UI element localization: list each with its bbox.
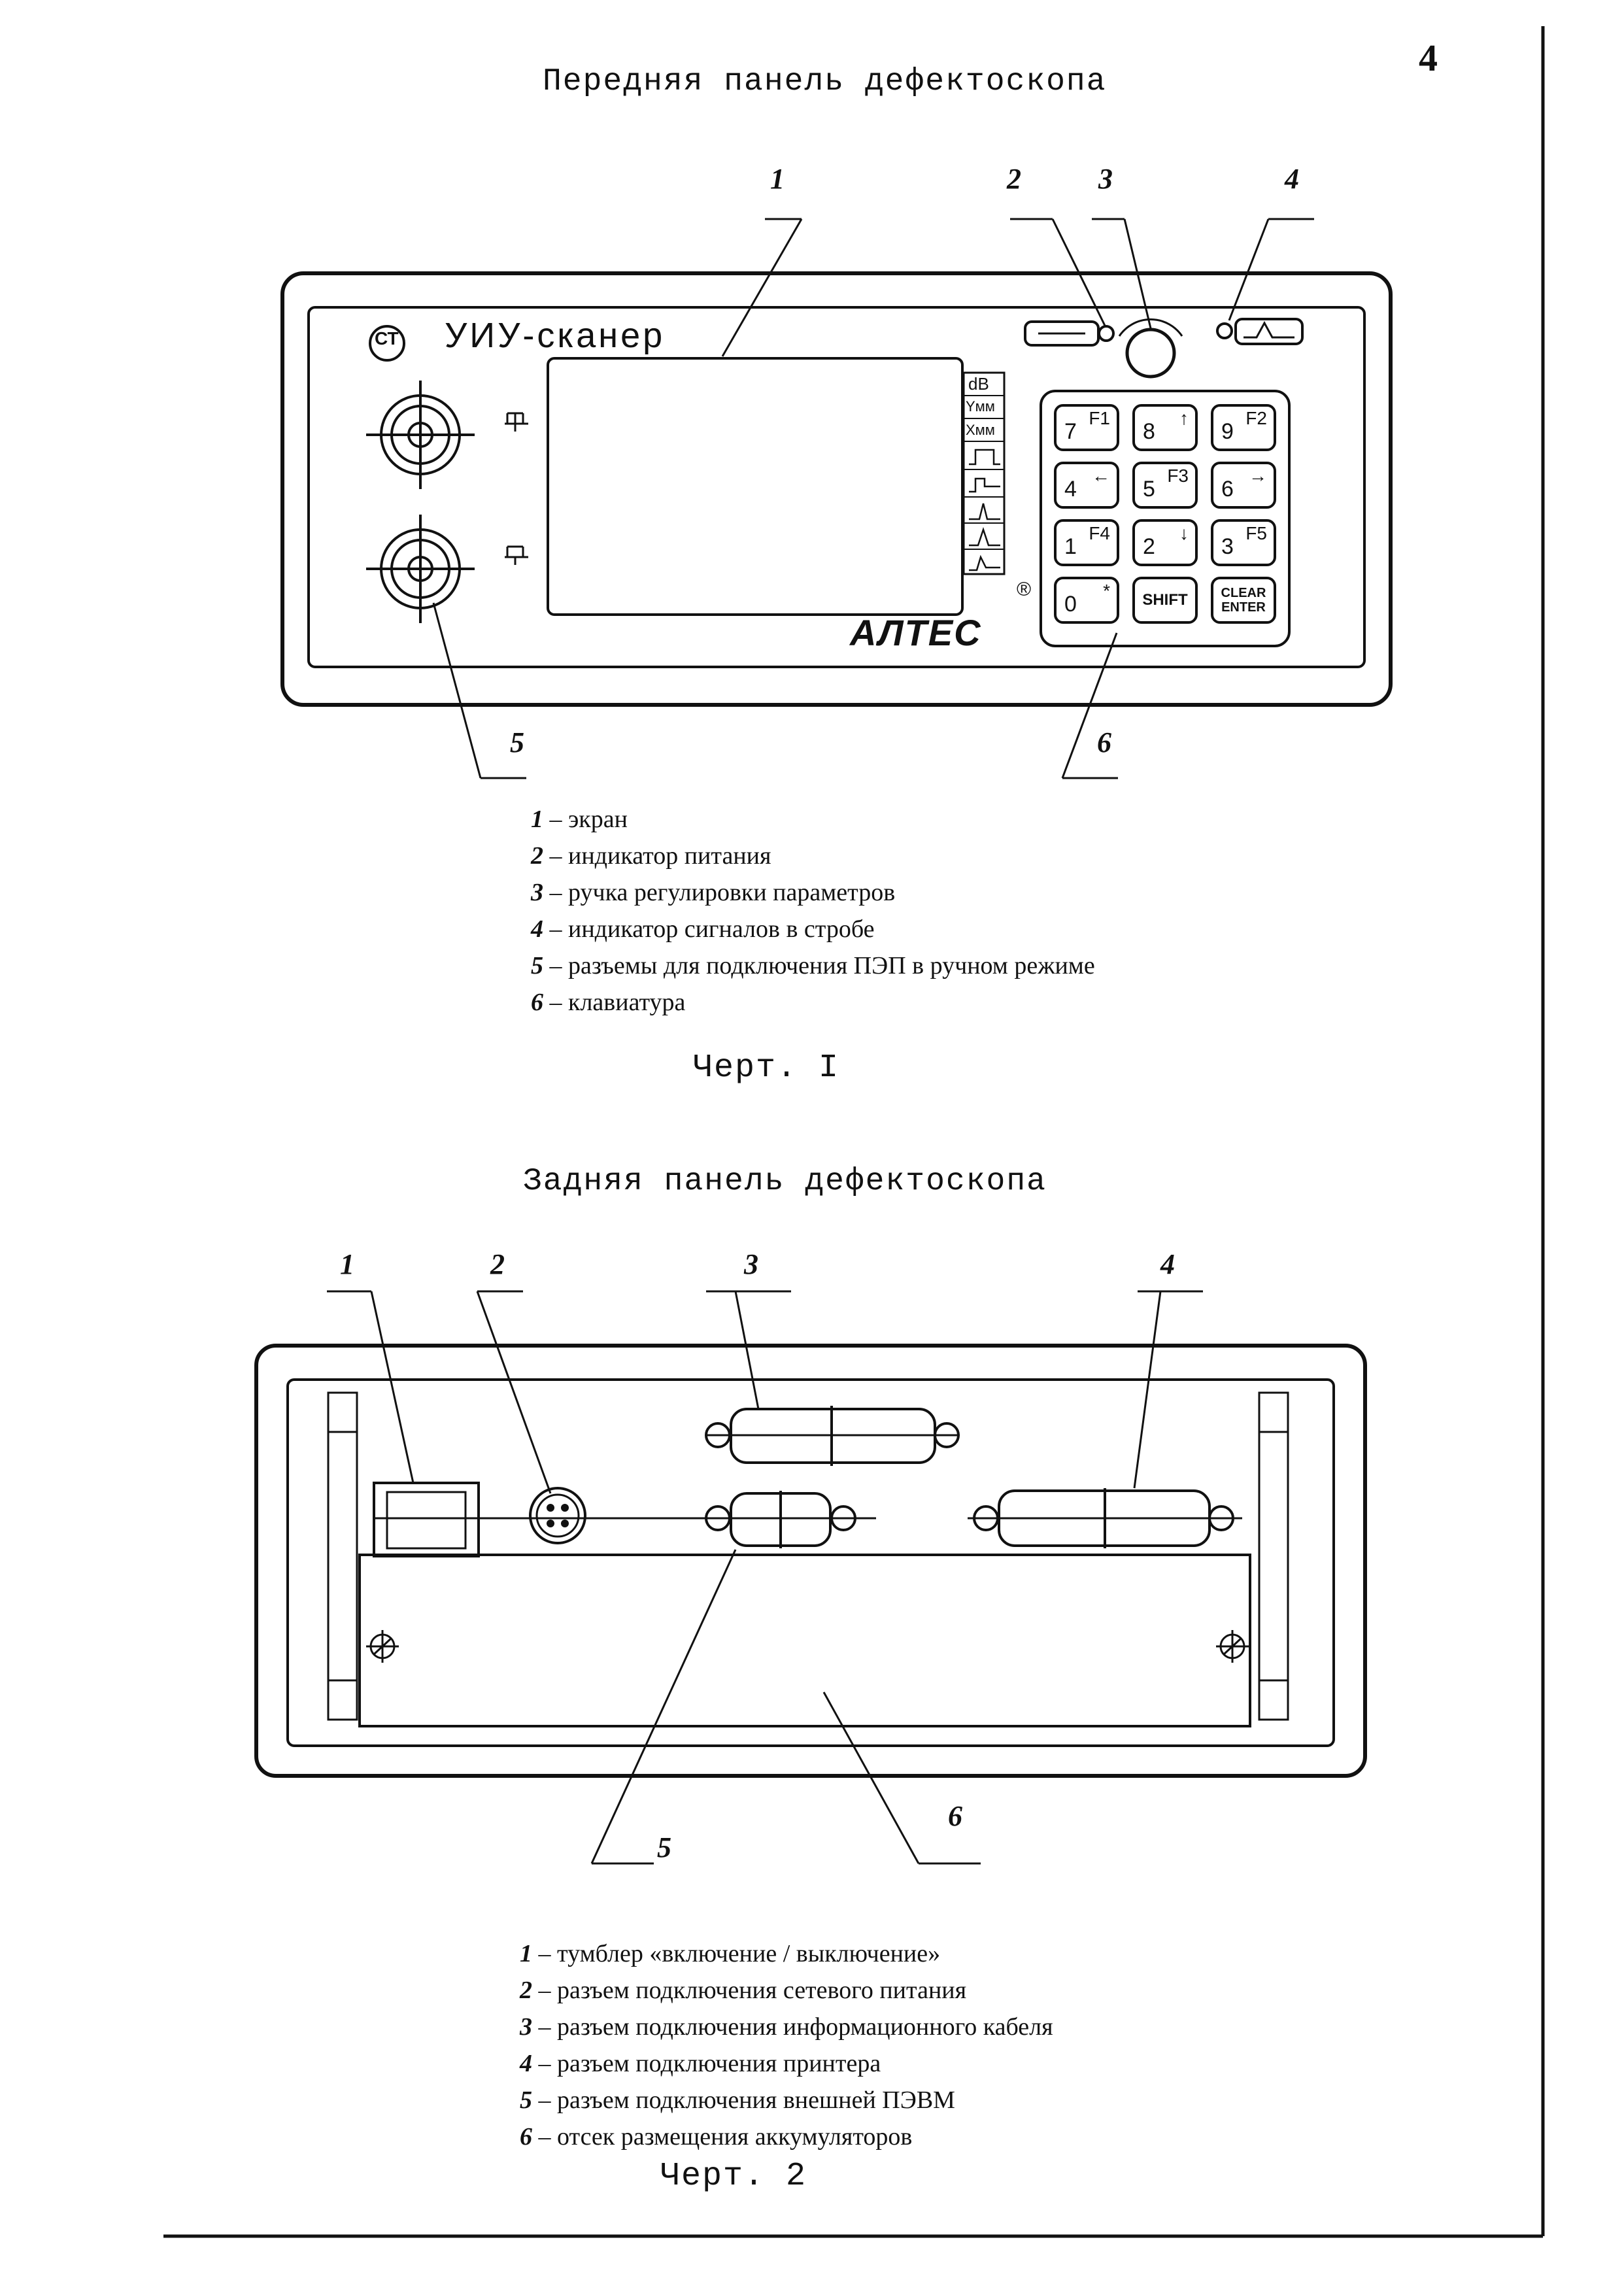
rear-legend-item: 5 – разъем подключения внешней ПЭВМ <box>520 2086 955 2114</box>
rear-callout-4: 4 <box>1160 1248 1175 1280</box>
key-2[interactable]: 2↓ <box>1132 519 1198 566</box>
screen-label-x: Xмм <box>966 422 995 438</box>
front-callout-1: 1 <box>770 163 785 195</box>
front-legend-item: 3 – ручка регулировки параметров <box>531 879 896 906</box>
dual-transducer-icon <box>505 412 528 432</box>
front-callout-3: 3 <box>1098 163 1113 195</box>
screw-left-icon <box>366 1630 399 1663</box>
front-legend-item: 1 – экран <box>531 806 628 833</box>
rear-caption: Черт. 2 <box>660 2158 807 2195</box>
rear-panel-title: Задняя панель дефектоскопа <box>523 1164 1047 1199</box>
front-legend-item: 2 – индикатор питания <box>531 842 771 870</box>
rear-callout-2: 2 <box>490 1248 505 1280</box>
logo-mark: СТ <box>375 328 399 348</box>
connector-lower-icon <box>366 515 475 623</box>
key-6[interactable]: 6→ <box>1211 462 1276 509</box>
front-callout-5: 5 <box>510 726 524 758</box>
info-cable-connector-icon <box>705 1406 960 1466</box>
front-leader-lines <box>432 218 1314 779</box>
power-toggle-switch[interactable] <box>373 1482 480 1557</box>
page-number: 4 <box>1419 37 1438 79</box>
keypad-frame <box>1040 390 1291 647</box>
device-name: УИУ-сканер <box>445 316 666 355</box>
front-callout-6: 6 <box>1097 726 1111 758</box>
power-socket-icon <box>529 1487 586 1544</box>
rear-legend-item: 2 – разъем подключения сетевого питания <box>520 1977 967 2004</box>
logo-circle-icon <box>369 325 405 362</box>
front-legend: 1 – экран 2 – индикатор питания 3 – ручк… <box>531 801 1095 1021</box>
screen-indicator-column <box>962 371 1006 575</box>
front-callout-2: 2 <box>1007 163 1021 195</box>
key-4[interactable]: 4← <box>1054 462 1119 509</box>
gate-signal-indicator <box>1234 318 1304 345</box>
front-legend-item: 5 – разъемы для подключения ПЭП в ручном… <box>531 952 1095 979</box>
battery-compartment <box>358 1554 1251 1727</box>
key-0[interactable]: 0* <box>1054 577 1119 624</box>
rear-legend-item: 6 – отсек размещения аккумуляторов <box>520 2123 913 2150</box>
rear-legend-item: 3 – разъем подключения информационного к… <box>520 2013 1053 2041</box>
pc-connector-icon <box>705 1491 856 1548</box>
front-legend-item: 6 – клавиатура <box>531 989 686 1016</box>
rear-callout-6: 6 <box>948 1800 962 1832</box>
front-panel-title: Передняя панель дефектоскопа <box>543 64 1107 99</box>
front-caption: Черт. I <box>693 1049 840 1087</box>
front-legend-item: 4 – индикатор сигналов в стробе <box>531 915 875 943</box>
front-panel <box>254 218 1393 1865</box>
rear-callout-3: 3 <box>744 1248 758 1280</box>
gate-pictograms <box>969 449 1000 571</box>
rear-legend: 1 – тумблер «включение / выключение» 2 –… <box>520 1935 1053 2155</box>
rear-legend-item: 1 – тумблер «включение / выключение» <box>520 1940 941 1967</box>
gate-led-icon <box>1216 322 1233 339</box>
key-8[interactable]: 8↑ <box>1132 404 1198 451</box>
screw-right-icon <box>1216 1630 1249 1663</box>
rear-leader-lines <box>327 1290 1203 1865</box>
rear-legend-item: 4 – разъем подключения принтера <box>520 2050 881 2077</box>
printer-connector-icon <box>968 1488 1242 1548</box>
connector-upper-icon <box>366 381 475 489</box>
rear-panel <box>254 1344 1367 1778</box>
brand-logo: АЛТЕС <box>850 612 982 653</box>
adjust-knob-icon[interactable] <box>1125 328 1176 379</box>
front-screen <box>547 357 964 616</box>
key-shift[interactable]: SHIFT <box>1132 577 1198 624</box>
front-callout-4: 4 <box>1285 163 1299 195</box>
screen-label-y: Yмм <box>966 398 995 415</box>
screen-label-db: dB <box>968 374 989 394</box>
rear-callout-1: 1 <box>340 1248 354 1280</box>
registered-mark: ® <box>1017 579 1032 600</box>
rear-callout-5: 5 <box>657 1831 671 1863</box>
power-led-icon <box>1098 325 1115 342</box>
single-transducer-icon <box>505 545 528 565</box>
